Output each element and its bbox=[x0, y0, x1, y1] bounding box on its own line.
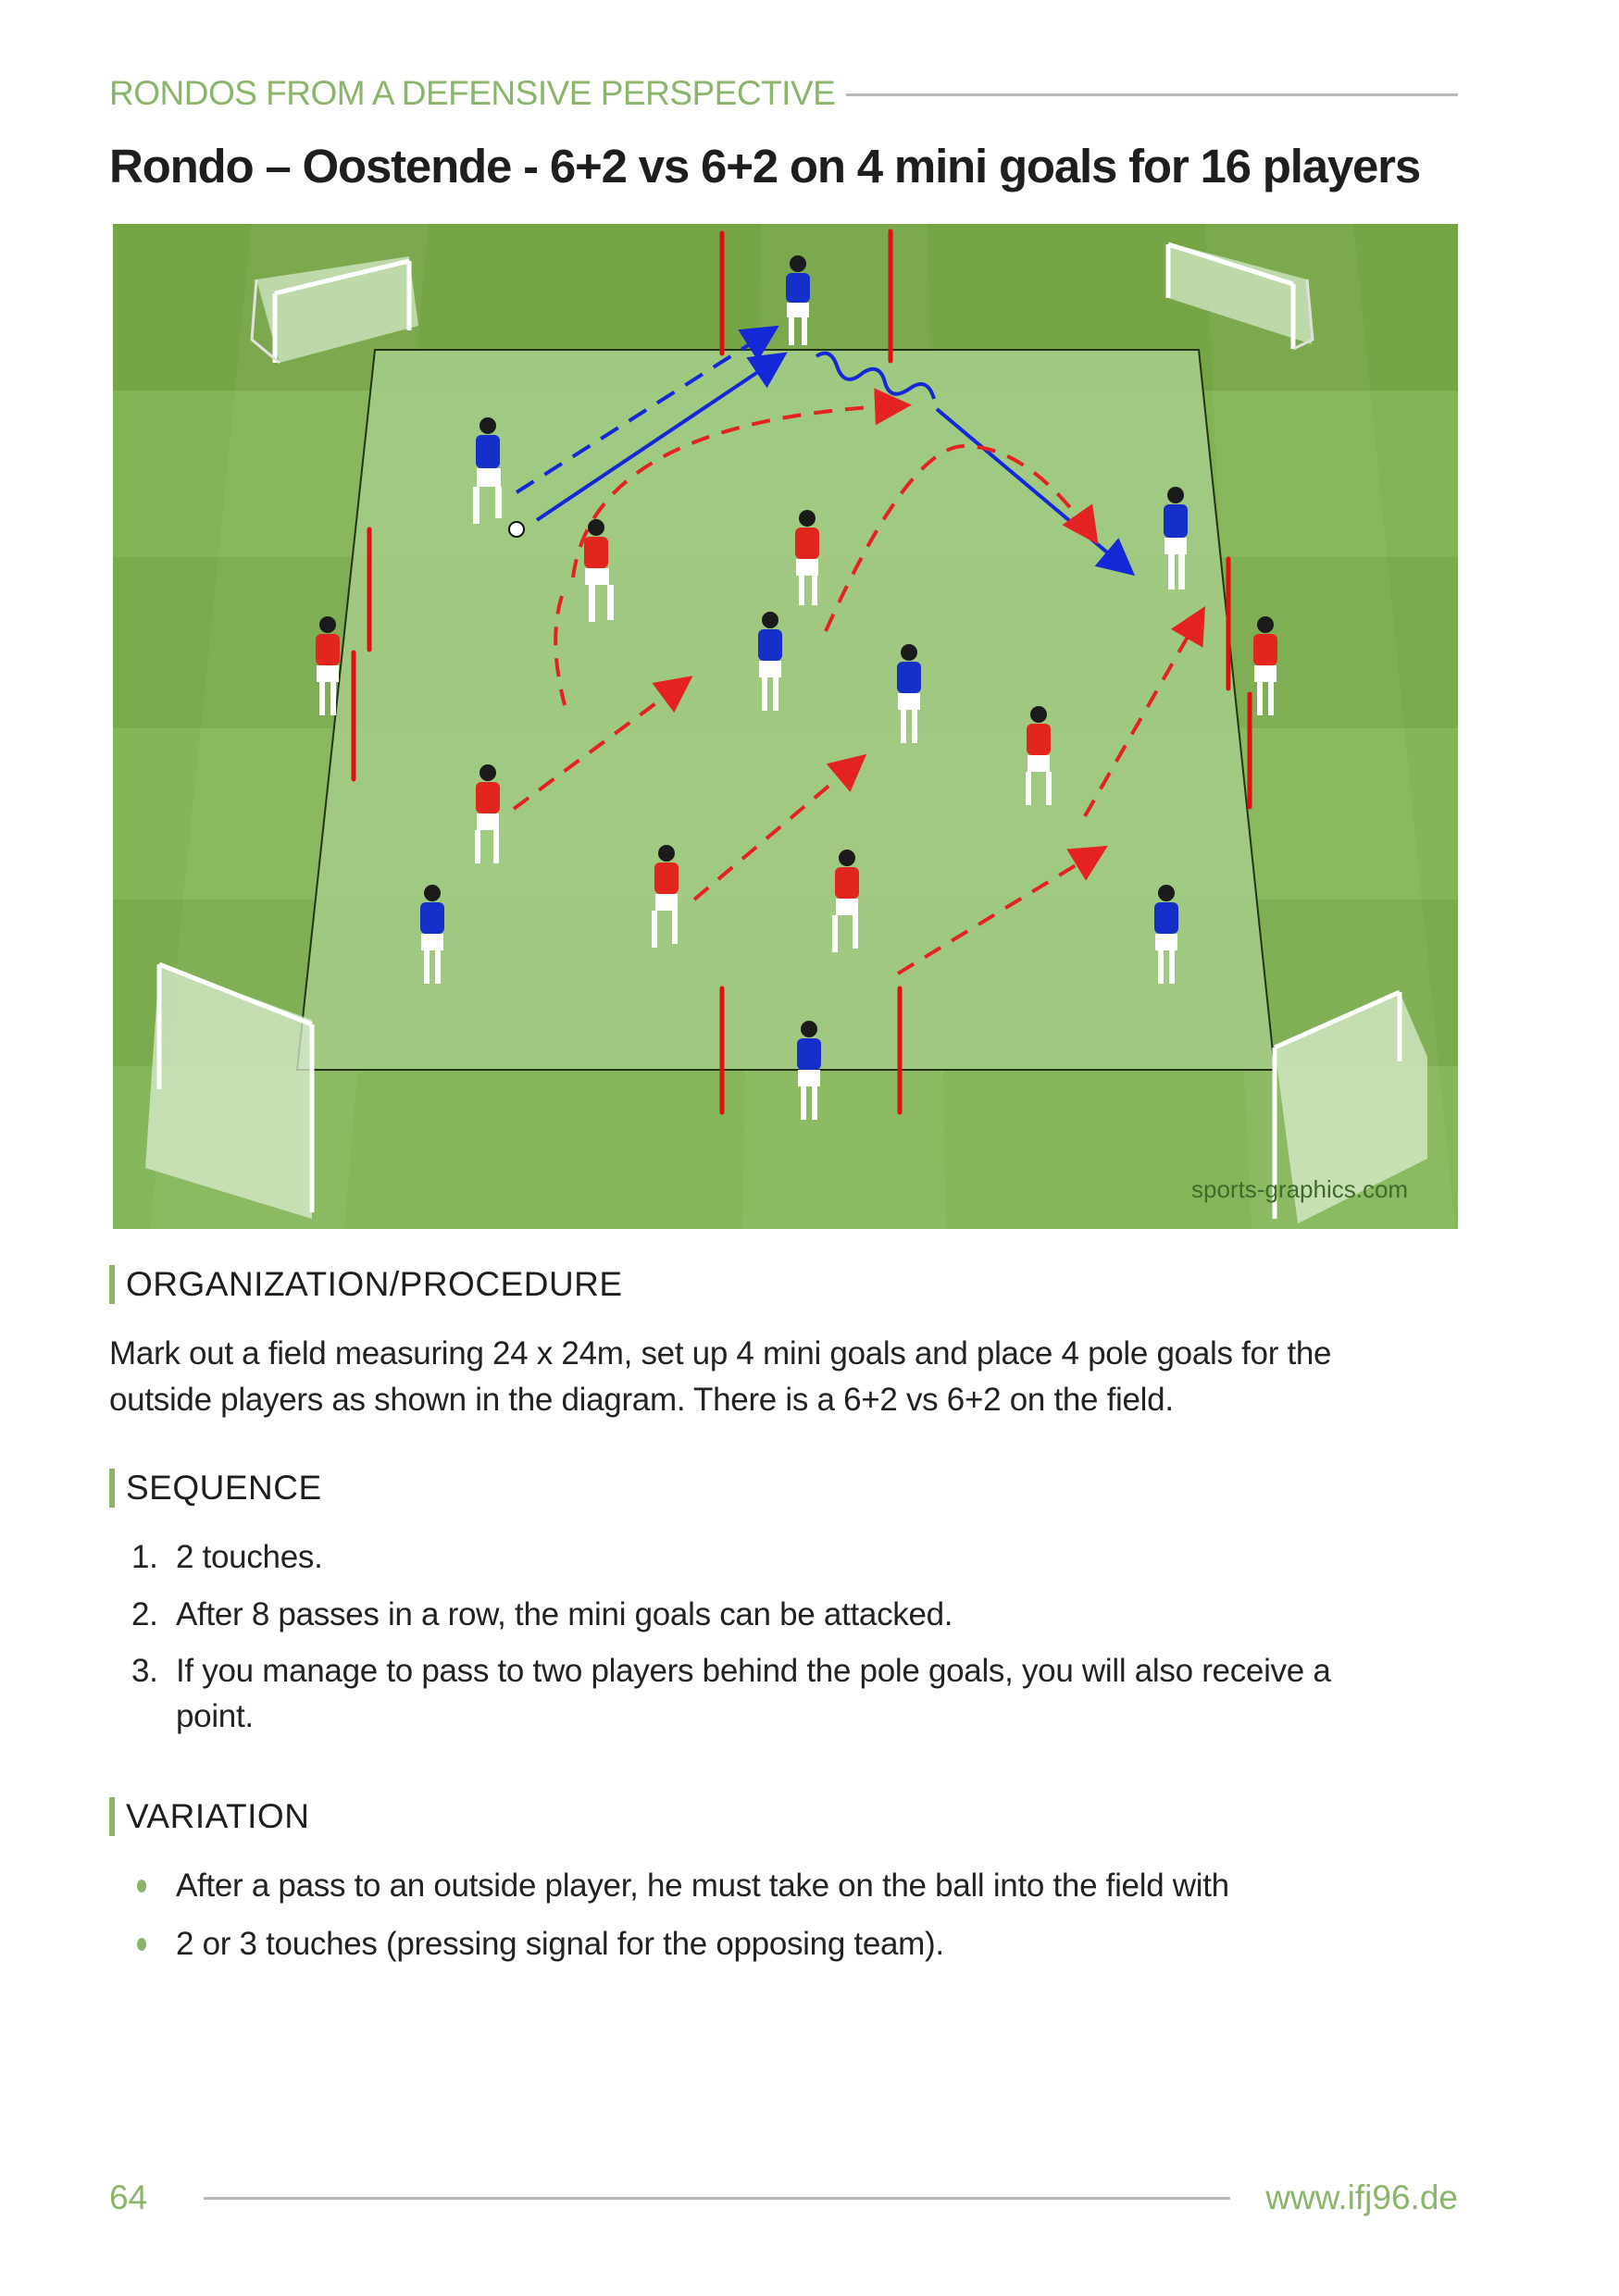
blue-player bbox=[758, 612, 782, 711]
chapter-title: RONDOS FROM A DEFENSIVE PERSPECTIVE bbox=[109, 74, 836, 112]
heading-text: VARIATION bbox=[126, 1797, 310, 1835]
section-heading-sequence: SEQUENCE bbox=[109, 1468, 322, 1508]
red-player bbox=[316, 616, 340, 715]
drill-diagram: sports-graphics.com bbox=[113, 224, 1458, 1229]
watermark: sports-graphics.com bbox=[1191, 1175, 1408, 1203]
running-header: RONDOS FROM A DEFENSIVE PERSPECTIVE bbox=[109, 70, 1458, 117]
sequence-item: 3. If you manage to pass to two players … bbox=[131, 1648, 1455, 1694]
red-player bbox=[832, 850, 859, 952]
mini-goal-bottom-left bbox=[145, 962, 315, 1219]
red-player bbox=[652, 845, 679, 948]
blue-player bbox=[420, 885, 444, 984]
heading-accent-bar bbox=[109, 1469, 115, 1508]
red-player bbox=[475, 764, 500, 863]
bullet-text: After a pass to an outside player, he mu… bbox=[176, 1868, 1229, 1904]
blue-player bbox=[797, 1021, 821, 1120]
website-link[interactable]: www.ifj96.de bbox=[1265, 2178, 1458, 2216]
blue-player bbox=[1164, 487, 1188, 590]
players bbox=[316, 255, 1277, 1120]
red-player bbox=[795, 510, 819, 605]
item-number: 1. bbox=[131, 1539, 158, 1575]
red-player bbox=[1026, 706, 1052, 805]
bullet-icon bbox=[137, 1880, 146, 1893]
footer-rule bbox=[204, 2196, 1231, 2200]
red-player bbox=[584, 519, 614, 622]
heading-text: SEQUENCE bbox=[126, 1469, 322, 1507]
page-footer: 64 www.ifj96.de bbox=[109, 2175, 1458, 2221]
blue-player bbox=[1154, 885, 1178, 984]
item-text: After 8 passes in a row, the mini goals … bbox=[176, 1596, 953, 1632]
section-heading-organization: ORGANIZATION/PROCEDURE bbox=[109, 1264, 623, 1305]
blue-player bbox=[786, 255, 810, 345]
organization-line-2: outside players as shown in the diagram.… bbox=[109, 1382, 1174, 1418]
blue-player bbox=[473, 417, 502, 524]
mini-goal-top-right bbox=[1165, 242, 1314, 351]
mini-goal-top-left bbox=[250, 256, 418, 365]
playing-field bbox=[295, 349, 1277, 1071]
heading-accent-bar bbox=[109, 1265, 115, 1304]
sequence-item: 2. After 8 passes in a row, the mini goa… bbox=[131, 1592, 1455, 1638]
variation-bullet: After a pass to an outside player, he mu… bbox=[137, 1863, 1451, 1909]
item-text: 2 touches. bbox=[176, 1539, 323, 1575]
item-text: point. bbox=[176, 1698, 254, 1734]
heading-accent-bar bbox=[109, 1797, 115, 1836]
page-title: Rondo – Oostende - 6+2 vs 6+2 on 4 mini … bbox=[109, 140, 1421, 192]
variation-bullet: 2 or 3 touches (pressing signal for the … bbox=[137, 1921, 1451, 1967]
bullet-icon bbox=[137, 1938, 146, 1951]
pole-goals bbox=[351, 229, 1252, 1115]
ball bbox=[508, 521, 525, 538]
pass-lines bbox=[512, 325, 1205, 975]
header-rule bbox=[846, 93, 1458, 96]
item-text: If you manage to pass to two players beh… bbox=[176, 1653, 1331, 1689]
page-number: 64 bbox=[109, 2178, 148, 2216]
item-number: 2. bbox=[131, 1596, 158, 1632]
section-heading-variation: VARIATION bbox=[109, 1796, 309, 1837]
heading-text: ORGANIZATION/PROCEDURE bbox=[126, 1265, 623, 1303]
red-player bbox=[1253, 616, 1277, 715]
mini-goal-bottom-right bbox=[1272, 989, 1427, 1223]
sequence-item: 1. 2 touches. bbox=[131, 1534, 1455, 1581]
item-number: 3. bbox=[131, 1653, 158, 1689]
organization-line-1: Mark out a field measuring 24 x 24m, set… bbox=[109, 1335, 1332, 1371]
blue-player bbox=[897, 644, 921, 743]
bullet-text: 2 or 3 touches (pressing signal for the … bbox=[176, 1926, 944, 1962]
sequence-item-continuation: point. bbox=[131, 1694, 1455, 1740]
